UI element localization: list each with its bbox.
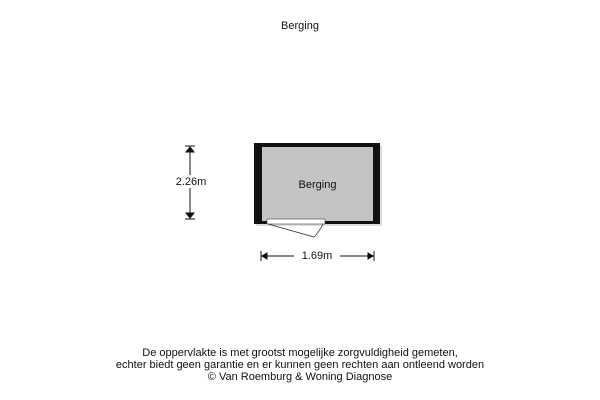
disclaimer: De oppervlakte is met grootst mogelijke … [0,347,600,383]
room-label: Berging [298,179,337,191]
disclaimer-line-1: De oppervlakte is met grootst mogelijke … [142,347,458,359]
disclaimer-line-2: echter biedt geen garantie en er kunnen … [115,359,485,371]
door-swing [267,223,324,238]
height-label: 2.26m [175,176,207,188]
room-floor [262,147,373,221]
door-opening [266,218,326,225]
copyright: © Van Roemburg & Woning Diagnose [207,371,393,383]
page-title: Berging [281,20,319,32]
width-label: 1.69m [301,250,333,262]
